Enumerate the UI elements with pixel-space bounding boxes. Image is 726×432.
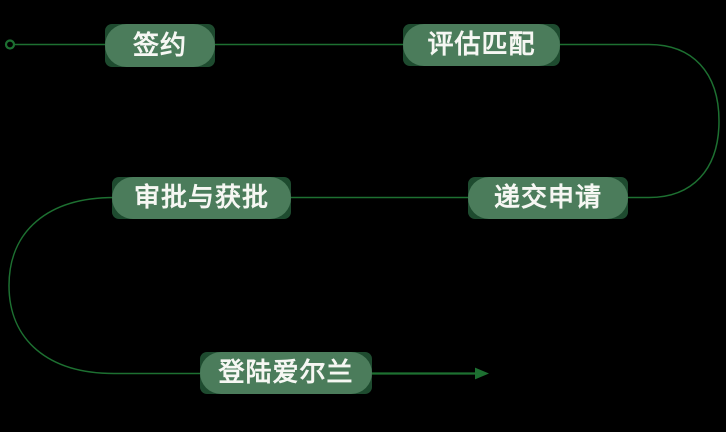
- flow-connector-line: [8, 43, 720, 375]
- step-label: 签约: [132, 30, 187, 61]
- arrow-right-icon: [475, 367, 489, 380]
- step-pill: 签约: [105, 24, 215, 67]
- step-label: 评估匹配: [427, 30, 536, 60]
- start-circle-icon: [4, 39, 16, 50]
- step-pill: 登陆爱尔兰: [200, 352, 372, 394]
- step-pill: 评估匹配: [403, 24, 560, 66]
- step-land-in-ireland: 登陆爱尔兰: [200, 352, 372, 394]
- step-assessment-matching: 评估匹配: [403, 24, 560, 66]
- step-submit-application: 递交申请: [468, 177, 628, 219]
- step-label: 登陆爱尔兰: [218, 358, 354, 388]
- step-label: 审批与获批: [133, 183, 269, 213]
- step-pill: 递交申请: [468, 177, 628, 219]
- step-label: 递交申请: [493, 183, 602, 213]
- step-sign-contract: 签约: [105, 24, 215, 67]
- step-pill: 审批与获批: [112, 177, 291, 219]
- step-approval-granted: 审批与获批: [112, 177, 291, 219]
